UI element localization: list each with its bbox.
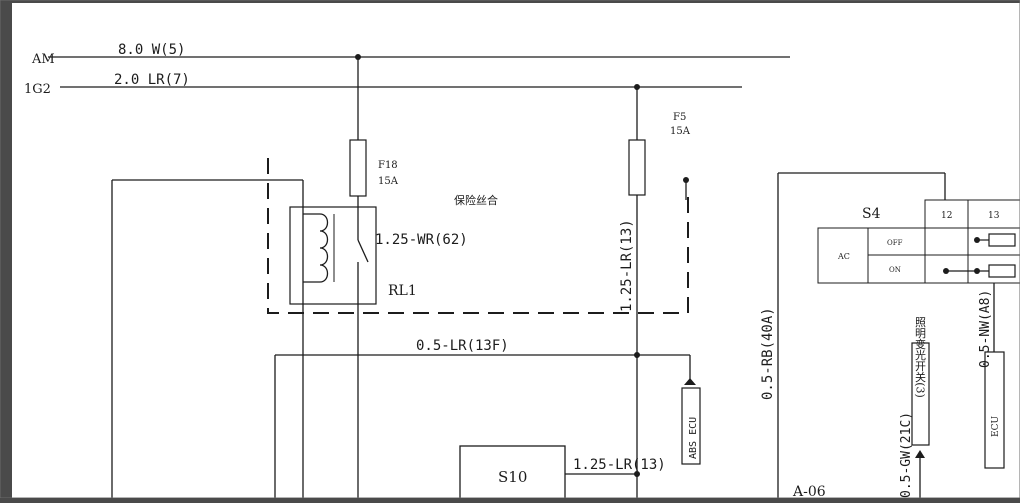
s4-off-label: OFF bbox=[887, 239, 903, 247]
window-top-frame bbox=[0, 0, 1020, 3]
lighting-switch-arrow-icon bbox=[915, 450, 925, 458]
f18-name: F18 bbox=[378, 160, 398, 171]
abs-ecu-label: ABS ECU bbox=[688, 417, 699, 459]
junction-dot bbox=[974, 268, 980, 274]
relay-coil-icon bbox=[303, 213, 329, 283]
gw21c-label: 0.5-GW(21C) bbox=[899, 412, 914, 498]
relay-name: RL1 bbox=[388, 283, 417, 299]
junction-dot bbox=[974, 237, 980, 243]
junction-dot bbox=[355, 54, 361, 60]
s4-contacts bbox=[946, 233, 1016, 278]
s4-label: S4 bbox=[862, 206, 881, 222]
ecu-label: ECU bbox=[991, 416, 1001, 437]
fuse-f18 bbox=[349, 139, 367, 197]
ig2-wire-label: 2.0 LR(7) bbox=[114, 72, 190, 88]
s4-pin12-label: 12 bbox=[941, 211, 952, 221]
s4-switch-table bbox=[817, 199, 1020, 284]
abs-ecu-box bbox=[681, 387, 701, 465]
s4-pin13-cell bbox=[967, 199, 1020, 229]
fuse-box-outline bbox=[267, 158, 689, 314]
junction-dot bbox=[634, 352, 640, 358]
s4-on-cell bbox=[867, 254, 926, 284]
s4-ac-label: AC bbox=[837, 252, 850, 261]
s4-pin13-label: 13 bbox=[988, 211, 1000, 221]
s4-contact-resistor bbox=[988, 264, 1016, 278]
lighting-switch-label: 照明变光开关(3) bbox=[914, 316, 927, 398]
s4-contact-dots bbox=[943, 237, 980, 274]
relay-wire-label: 1.25-WR(62) bbox=[375, 232, 468, 248]
am-wire-label: 8.0 W(5) bbox=[118, 42, 185, 58]
ig2-label: 1G2 bbox=[24, 82, 51, 97]
s4-grid-cell bbox=[924, 227, 969, 256]
s4-off-cell bbox=[867, 227, 926, 256]
junction-dot bbox=[683, 177, 689, 183]
s10-box bbox=[459, 445, 566, 503]
window-left-frame bbox=[0, 0, 12, 498]
lighting-switch-box bbox=[911, 342, 930, 446]
lr13-s10-label: 1.25-LR(13) bbox=[573, 457, 666, 473]
s10-label: S10 bbox=[498, 468, 527, 486]
ecu-box bbox=[984, 351, 1005, 469]
f5-rating: 15A bbox=[670, 126, 691, 137]
f5-name: F5 bbox=[673, 112, 686, 123]
relay-switch-contact-icon bbox=[357, 239, 369, 263]
junction-dots bbox=[355, 54, 689, 477]
fuse-f5 bbox=[628, 139, 646, 196]
nw-a8-label: 0.5-NW(A8) bbox=[978, 290, 993, 368]
junction-dot bbox=[943, 268, 949, 274]
fuse-box-label: 保险丝合 bbox=[454, 193, 498, 207]
rb40a-label: 0.5-RB(40A) bbox=[760, 307, 776, 400]
wires bbox=[48, 56, 995, 498]
f18-rating: 15A bbox=[378, 176, 399, 187]
abs-ecu-arrow-icon bbox=[684, 378, 696, 385]
junction-dot bbox=[634, 471, 640, 477]
lr13-vertical-label: 1.25-LR(13) bbox=[619, 219, 635, 312]
lr13f-label: 0.5-LR(13F) bbox=[416, 338, 509, 354]
s4-ac-cell bbox=[817, 227, 869, 284]
relay-rl1-box bbox=[289, 206, 377, 305]
a06-label: A-06 bbox=[792, 484, 826, 498]
s4-contact-resistor bbox=[988, 233, 1016, 247]
s4-on-label: ON bbox=[889, 266, 901, 274]
am-label: AM bbox=[31, 52, 55, 67]
junction-dot bbox=[634, 84, 640, 90]
